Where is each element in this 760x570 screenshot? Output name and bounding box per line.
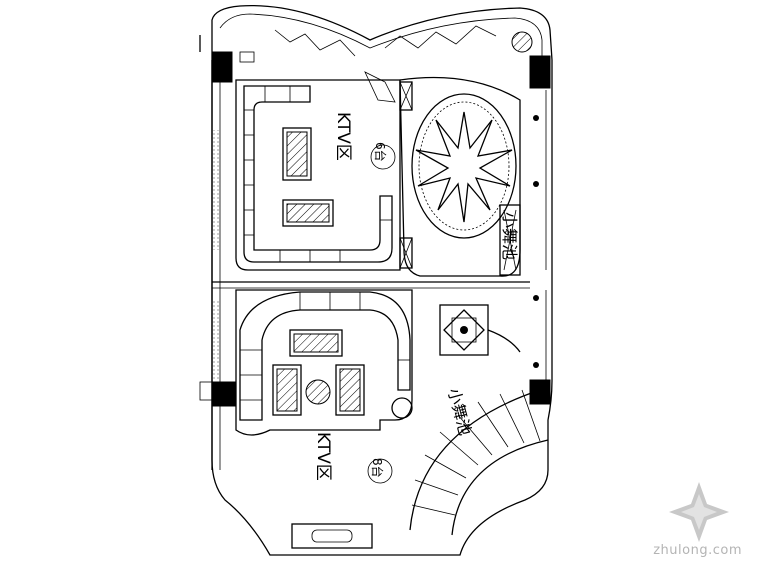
pool-upper-label: 小舞池	[500, 212, 519, 260]
upper-entrance	[239, 25, 533, 269]
ktv-room-upper	[235, 79, 401, 271]
wall-columns	[199, 35, 551, 407]
ktv-room-lower	[235, 289, 413, 549]
room-upper-zone-label: KTV区	[333, 112, 353, 161]
dance-pool-lower	[409, 304, 549, 536]
room-lower-zone-label: KTV区	[313, 432, 333, 481]
watermark-text: zhulong.com	[653, 543, 742, 558]
side-strips	[212, 90, 547, 380]
room-upper-number-circle	[370, 144, 396, 170]
watermark-logo-icon	[669, 482, 729, 542]
room-lower-number-label: 8台	[370, 458, 385, 478]
room-lower-number-circle	[367, 458, 393, 484]
pool-lower-label: 小舞池	[444, 386, 475, 437]
